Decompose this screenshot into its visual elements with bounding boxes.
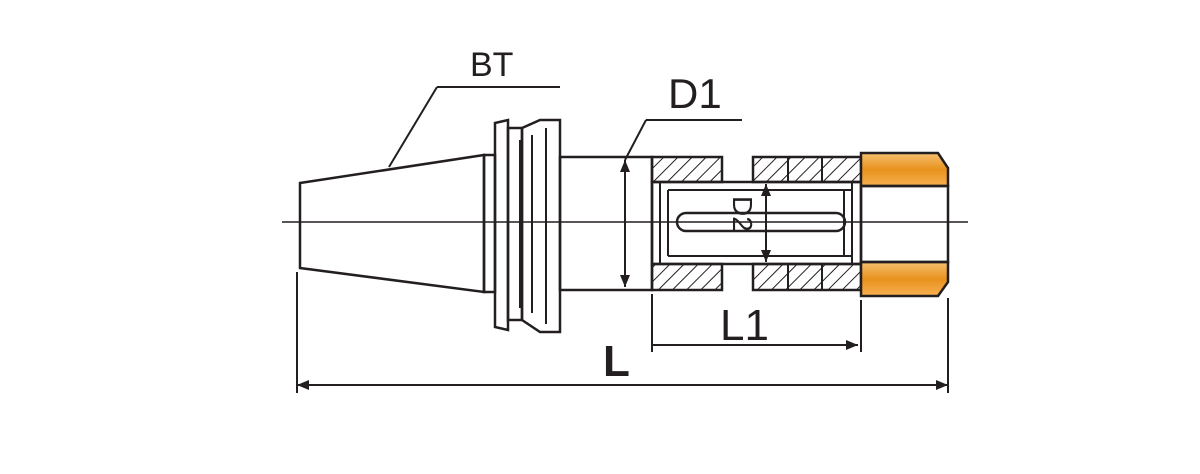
d1-dimension (620, 119, 742, 287)
d2-label: D2 (727, 196, 758, 232)
sleeve-section (650, 155, 863, 292)
d2-dimension (761, 184, 771, 262)
d1-label: D1 (668, 70, 722, 117)
l1-label: L1 (720, 301, 769, 350)
l-label: L (603, 337, 630, 386)
shank (558, 155, 654, 292)
collet-nut (859, 151, 950, 298)
taper-collar (482, 153, 497, 294)
l1-dimension (651, 294, 862, 352)
bt-taper (298, 153, 486, 294)
inner-shaft (650, 180, 863, 266)
bt-label: BT (470, 46, 513, 84)
flange (493, 118, 562, 334)
bt-leader (388, 86, 560, 168)
l-dimension (296, 272, 949, 393)
